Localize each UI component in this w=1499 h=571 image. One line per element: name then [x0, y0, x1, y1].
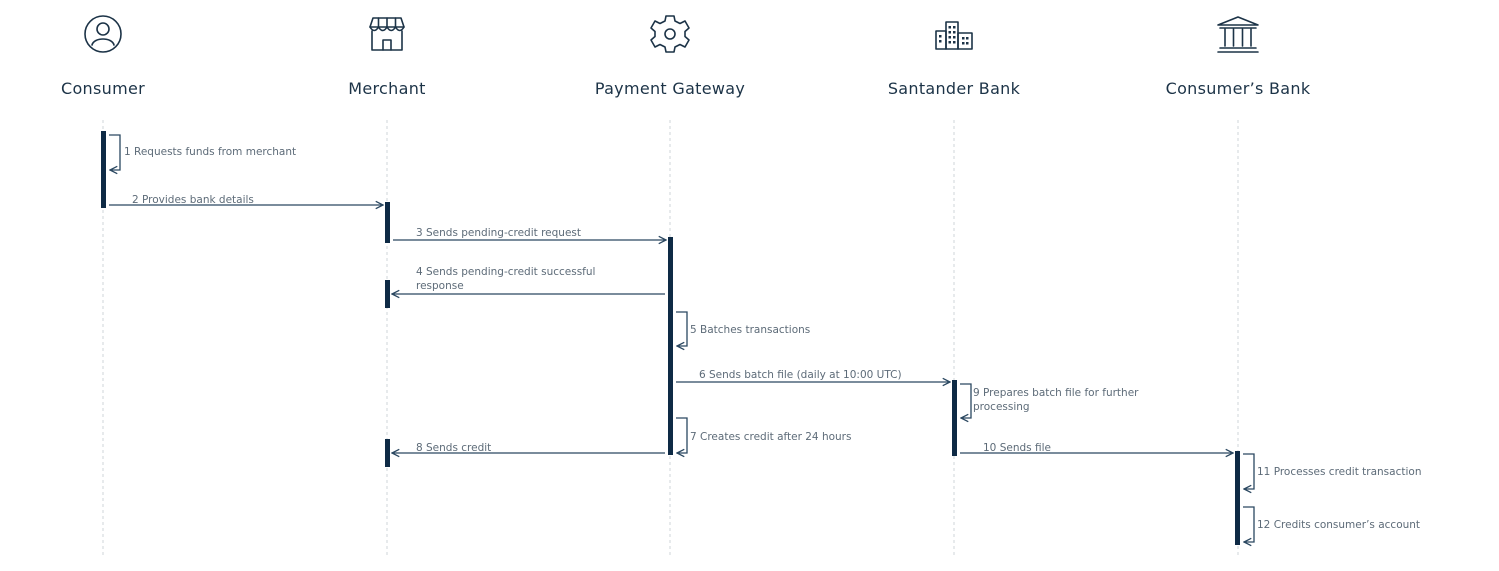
message-label: 5 Batches transactions — [690, 324, 810, 336]
participant-santander-bank-label: Santander Bank — [888, 79, 1021, 98]
message-label: 2 Provides bank details — [132, 194, 254, 206]
message-label: 8 Sends credit — [416, 442, 491, 454]
activation-bar-consumer — [101, 131, 106, 208]
participant-merchant-label: Merchant — [348, 79, 425, 98]
message-label: 3 Sends pending-credit request — [416, 227, 581, 239]
activation-bar-merchant — [385, 280, 390, 308]
activation-bar-merchant — [385, 439, 390, 467]
participant-payment-gateway-label: Payment Gateway — [595, 79, 745, 98]
user-circle-icon — [84, 15, 122, 53]
activation-bar-santander-bank — [952, 380, 957, 456]
message-arrow — [1243, 506, 1255, 542]
message-label: 12 Credits consumer’s account — [1257, 519, 1420, 531]
message-label: 7 Creates credit after 24 hours — [690, 431, 851, 443]
message-arrow — [1243, 453, 1255, 489]
message-arrow — [676, 417, 688, 453]
message-arrow — [960, 383, 972, 418]
activation-bar-merchant — [385, 202, 390, 243]
bank-columns-icon — [1217, 16, 1259, 53]
message-label: 6 Sends batch file (daily at 10:00 UTC) — [699, 369, 902, 381]
message-label: 10 Sends file — [983, 442, 1051, 454]
message-label: 1 Requests funds from merchant — [124, 146, 296, 158]
participant-consumers-bank-label: Consumer’s Bank — [1166, 79, 1311, 98]
message-label: 11 Processes credit transaction — [1257, 466, 1421, 478]
message-arrow — [109, 134, 121, 170]
activation-bar-payment-gateway — [668, 237, 673, 455]
gear-icon — [650, 15, 690, 53]
message-label: 4 Sends pending-credit successful respon… — [416, 266, 599, 292]
participant-consumer-label: Consumer — [61, 79, 145, 98]
message-label-line: 4 Sends pending-credit successful — [416, 266, 595, 278]
activation-bar-consumers-bank — [1235, 451, 1240, 545]
message-label-line: 9 Prepares batch file for further — [973, 387, 1139, 399]
message-arrow — [676, 311, 688, 346]
message-label-line: processing — [973, 401, 1030, 413]
storefront-icon — [369, 17, 405, 51]
message-label-line: response — [416, 280, 464, 292]
office-building-icon — [935, 21, 973, 50]
message-label: 9 Prepares batch file for further proces… — [973, 387, 1142, 413]
